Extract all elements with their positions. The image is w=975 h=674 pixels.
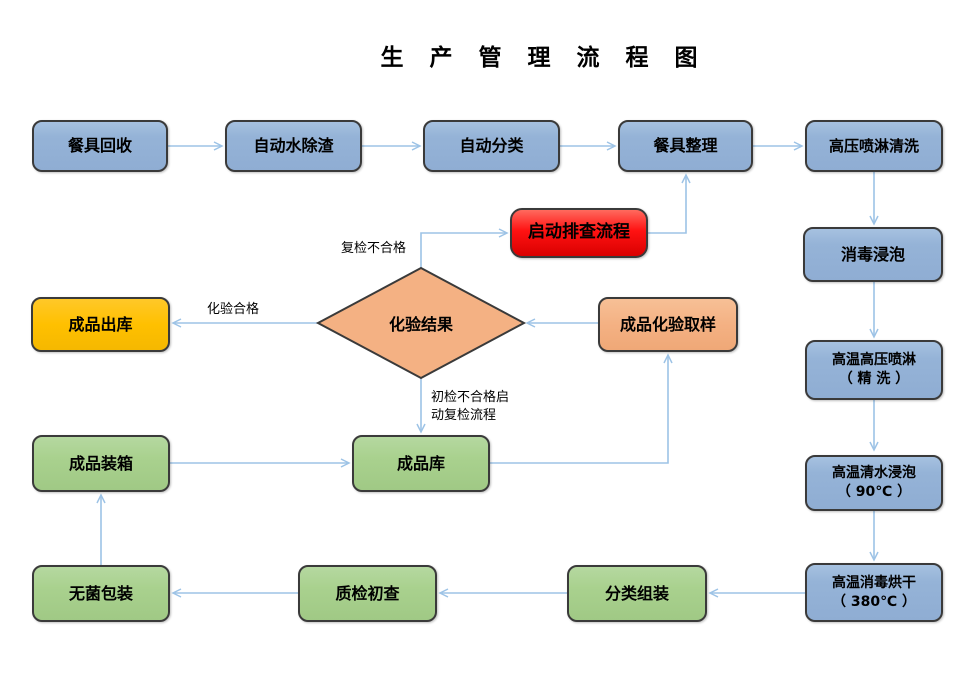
edge-label-pass: 化验合格	[207, 302, 260, 317]
edge-label-initial-fail-line1: 初检不合格启	[431, 390, 510, 405]
node-label: 成品出库	[68, 314, 133, 334]
diamond-shape	[315, 266, 527, 380]
node-label: 成品化验取样	[619, 314, 716, 334]
node-label-line1: 高温清水浸泡	[832, 465, 916, 482]
page-title: 生 产 管 理 流 程 图	[380, 45, 707, 71]
node-ht-water-soak: 高温清水浸泡 （ 90℃ ）	[805, 455, 943, 511]
node-sterile-packing: 无菌包装	[32, 565, 170, 622]
node-label: 自动水除渣	[253, 136, 334, 155]
edge-diamond-to-investigation	[420, 228, 509, 268]
node-ht-hp-spray: 高温高压喷淋 （ 精 洗 ）	[805, 340, 943, 400]
node-auto-sort: 自动分类	[423, 120, 560, 172]
edge-label-initial-fail-line2: 动复检流程	[431, 408, 497, 423]
node-label: 消毒浸泡	[840, 244, 905, 264]
node-label: 分类组装	[604, 583, 669, 603]
node-label: 化验结果	[388, 315, 453, 334]
node-disinfect-soak: 消毒浸泡	[803, 227, 943, 282]
node-tableware-arrange: 餐具整理	[618, 120, 753, 172]
node-auto-water-deslag: 自动水除渣	[225, 120, 362, 172]
node-label-line1: 高温高压喷淋	[832, 352, 916, 369]
node-label-line2: （ 380℃ ）	[832, 593, 916, 610]
node-finished-warehouse: 成品库	[352, 435, 490, 492]
node-hp-spray-wash: 高压喷淋清洗	[805, 120, 943, 172]
node-finished-sampling: 成品化验取样	[598, 297, 738, 352]
node-label: 无菌包装	[68, 583, 133, 603]
edge-label-recheck-fail: 复检不合格	[341, 241, 407, 256]
node-label-line1: 高温消毒烘干	[832, 574, 916, 591]
edge-warehouse-to-sampling	[490, 353, 673, 464]
edge-label-initial-fail: 初检不合格启 动复检流程	[431, 389, 509, 425]
node-label: 自动分类	[459, 136, 524, 155]
node-test-result-decision: 化验结果	[315, 265, 527, 381]
node-finished-boxing: 成品装箱	[32, 435, 170, 492]
node-ht-disinfect-dry: 高温消毒烘干 （ 380℃ ）	[805, 563, 943, 622]
node-label-line2: （ 精 洗 ）	[838, 371, 910, 387]
node-label-line2: （ 90℃ ）	[836, 484, 912, 500]
node-tableware-recycle: 餐具回收	[32, 120, 168, 172]
node-label: 高压喷淋清洗	[828, 136, 919, 155]
node-label: 启动排查流程	[528, 222, 630, 243]
edge-investigation-to-arrange	[648, 173, 691, 234]
node-label: 餐具回收	[67, 136, 132, 155]
node-sort-assemble: 分类组装	[567, 565, 707, 622]
node-finished-outbound: 成品出库	[31, 297, 170, 352]
node-label: 成品装箱	[68, 453, 133, 473]
node-start-investigation: 启动排查流程	[510, 208, 648, 258]
node-label: 餐具整理	[653, 136, 718, 155]
node-label: 质检初查	[335, 583, 400, 603]
node-label: 成品库	[396, 453, 445, 473]
node-quality-initial-check: 质检初查	[298, 565, 437, 622]
